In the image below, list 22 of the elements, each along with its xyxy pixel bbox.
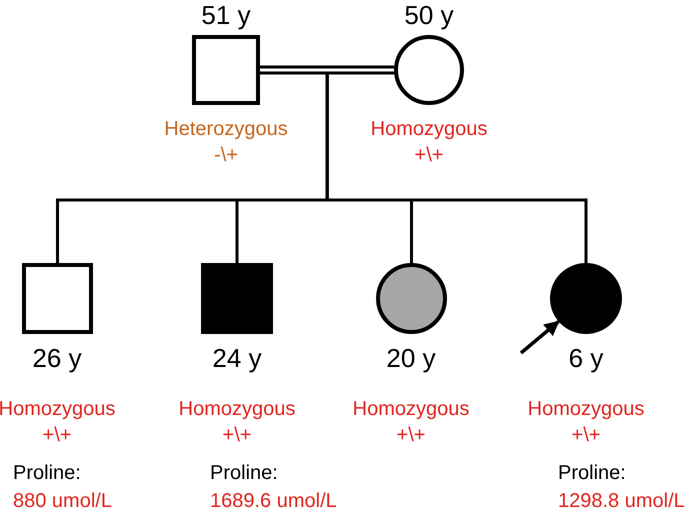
age-label: 50 y bbox=[404, 0, 454, 30]
measurement-label: Proline: bbox=[13, 461, 81, 485]
genotype-label: Homozygous +\+ bbox=[178, 397, 296, 448]
age-label: 26 y bbox=[32, 343, 82, 373]
pedigree-square bbox=[201, 263, 273, 334]
age-label: 6 y bbox=[568, 343, 604, 373]
measurement-value: 1689.6 umol/L bbox=[210, 489, 337, 513]
genotype-label: Homozygous +\+ bbox=[528, 397, 644, 448]
measurement-value: 1298.8 umol/L bbox=[558, 489, 685, 513]
measurement-value: 880 umol/L bbox=[13, 489, 112, 513]
genotype-label: Homozygous +\+ bbox=[0, 397, 116, 448]
age-label: 20 y bbox=[386, 343, 436, 373]
age-label: 51 y bbox=[201, 0, 251, 30]
proband-arrow bbox=[520, 320, 560, 354]
measurement-label: Proline: bbox=[210, 461, 278, 485]
genotype-label: Homozygous +\+ bbox=[352, 397, 470, 448]
pedigree-square bbox=[22, 263, 93, 334]
pedigree-square bbox=[192, 35, 260, 105]
measurement-label: Proline: bbox=[558, 461, 626, 485]
genotype-label: Heterozygous -\+ bbox=[164, 117, 288, 168]
genotype-label: Homozygous +\+ bbox=[370, 117, 488, 168]
age-label: 24 y bbox=[212, 343, 262, 373]
